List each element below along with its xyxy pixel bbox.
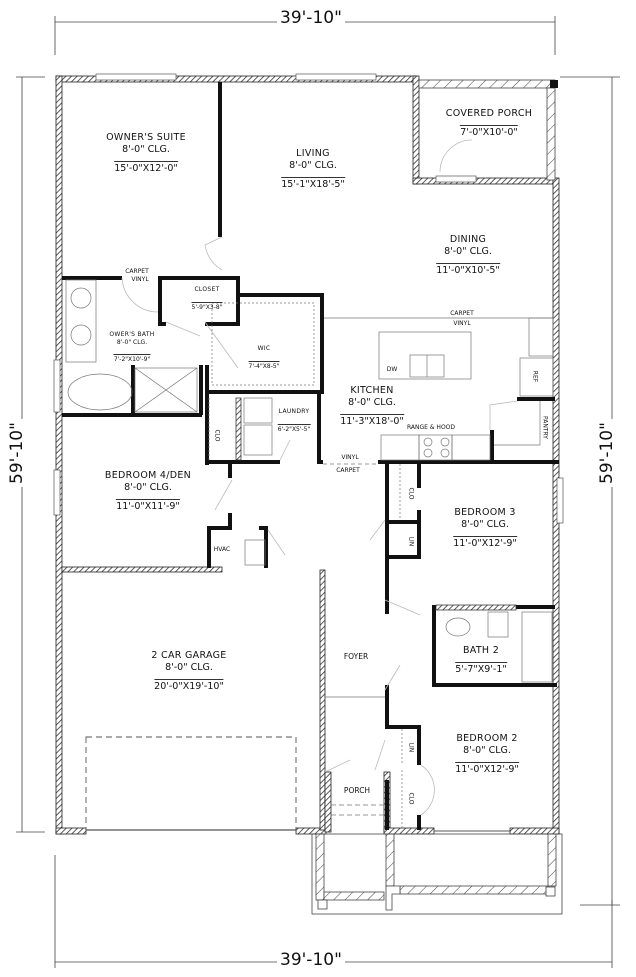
- dimension-right: 59'-10": [596, 419, 617, 487]
- room-name: BEDROOM 4/DEN: [104, 470, 192, 481]
- room-owners-suite: OWNER'S SUITE 8'-0" CLG. 15'-0"X12'-0": [106, 132, 186, 176]
- room-size: 20'-0"X19'-10": [154, 678, 224, 692]
- room-laundry: LAUNDRY 6'-2"X5'-5": [277, 408, 311, 436]
- room-name: BEDROOM 2: [456, 733, 518, 744]
- label-pantry: PANTRY: [541, 416, 549, 439]
- room-ceiling: 8'-0" CLG.: [444, 245, 492, 257]
- room-closet: CLOSET 5'-9"X3-8": [191, 286, 223, 314]
- room-name: LIVING: [296, 148, 330, 159]
- interior-walls: [62, 82, 559, 830]
- room-name: LAUNDRY: [278, 408, 310, 415]
- room-name: OWNER'S SUITE: [106, 132, 186, 143]
- room-name: WIC: [257, 345, 271, 352]
- room-name: KITCHEN: [350, 385, 394, 396]
- room-hvac: HVAC: [213, 546, 231, 553]
- room-ceiling: 8'-0" CLG.: [463, 744, 511, 756]
- room-size: 11'-0"X11'-9": [116, 498, 180, 512]
- windows: [53, 73, 564, 524]
- label-carpet-hall: CARPET: [336, 467, 360, 474]
- room-size: 15'-1"X18'-5": [281, 176, 345, 190]
- room-size: 11'-3"X18'-0": [340, 413, 404, 427]
- room-bedroom-4-den: BEDROOM 4/DEN 8'-0" CLG. 11'-0"X11'-9": [105, 470, 191, 514]
- room-name: COVERED PORCH: [445, 108, 533, 119]
- room-garage: 2 CAR GARAGE 8'-0" CLG. 20'-0"X19'-10": [151, 650, 226, 694]
- room-bedroom-2: BEDROOM 2 8'-0" CLG. 11'-0"X12'-9": [455, 733, 519, 777]
- room-ceiling: 8'-0" CLG.: [165, 661, 213, 673]
- label-vinyl-owners: VINYL: [131, 276, 149, 283]
- room-size: 7'-2"X10'-9": [113, 354, 151, 363]
- room-size: 7'-4"X8-5": [248, 360, 280, 370]
- room-name: BEDROOM 3: [454, 507, 516, 518]
- room-name: CLOSET: [194, 286, 220, 293]
- dimension-left: 59'-10": [6, 419, 27, 487]
- room-ceiling: 8'-0" CLG.: [461, 518, 509, 530]
- room-porch: PORCH: [343, 786, 371, 795]
- label-clo-bed4: CLO: [213, 429, 221, 442]
- room-size: 7'-0"X10'-0": [460, 124, 518, 138]
- door-swings: [121, 236, 518, 816]
- dimension-lines: [16, 16, 620, 968]
- room-ceiling: 8'-0" CLG.: [348, 396, 396, 408]
- label-lin-bed2: LIN: [407, 742, 415, 753]
- room-ceiling: 8'-0" CLG.: [116, 338, 148, 346]
- front-porch-outline: [311, 833, 563, 915]
- room-covered-porch: COVERED PORCH 7'-0"X10'-0": [446, 108, 532, 140]
- room-name: BATH 2: [462, 645, 500, 656]
- room-bath-2: BATH 2 5'-7"X9'-1": [455, 645, 507, 677]
- room-size: 5'-7"X9'-1": [455, 661, 507, 675]
- room-size: 11'-0"X12'-9": [455, 761, 519, 775]
- label-range-hood: RANGE & HOOD: [406, 424, 456, 431]
- room-ceiling: 8'-0" CLG.: [122, 143, 170, 155]
- room-size: 15'-0"X12'-0": [114, 160, 178, 174]
- dimension-top: 39'-10": [277, 8, 345, 28]
- exterior-walls: [55, 75, 560, 835]
- label-lin-bed3: LIN: [407, 536, 415, 547]
- room-owners-bath: OWER'S BATH 8'-0" CLG. 7'-2"X10'-9": [109, 331, 154, 366]
- room-kitchen: KITCHEN 8'-0" CLG. 11'-3"X18'-0": [340, 385, 404, 429]
- room-bedroom-3: BEDROOM 3 8'-0" CLG. 11'-0"X12'-9": [453, 507, 517, 551]
- label-dw: DW: [386, 366, 398, 373]
- label-vinyl-kitchen: VINYL: [453, 320, 471, 327]
- room-dining: DINING 8'-0" CLG. 11'-0"X10'-5": [436, 234, 500, 278]
- room-wic: WIC 7'-4"X8-5": [248, 345, 280, 373]
- label-carpet-kitchen: CARPET: [450, 310, 474, 317]
- room-name: OWER'S BATH: [109, 331, 155, 338]
- label-carpet-owners: CARPET: [125, 268, 149, 275]
- fixtures: [65, 279, 554, 831]
- room-living: LIVING 8'-0" CLG. 15'-1"X18'-5": [281, 148, 345, 192]
- room-size: 5'-9"X3-8": [191, 301, 223, 311]
- room-ceiling: 8'-0" CLG.: [124, 481, 172, 493]
- label-ref: REF: [531, 370, 539, 383]
- label-vinyl-hall: VINYL: [341, 454, 359, 461]
- room-foyer: FOYER: [343, 652, 369, 661]
- covered-porch-outline: [418, 79, 558, 181]
- room-name: 2 CAR GARAGE: [151, 650, 227, 661]
- dimension-bottom: 39'-10": [277, 950, 345, 970]
- room-size: 11'-0"X10'-5": [436, 262, 500, 276]
- room-name: DINING: [449, 234, 487, 245]
- room-size: 11'-0"X12'-9": [453, 535, 517, 549]
- room-ceiling: 8'-0" CLG.: [289, 159, 337, 171]
- label-clo-bed3: CLO: [407, 487, 415, 500]
- room-size: 6'-2"X5'-5": [277, 423, 311, 433]
- label-clo-bed2: CLO: [407, 792, 415, 805]
